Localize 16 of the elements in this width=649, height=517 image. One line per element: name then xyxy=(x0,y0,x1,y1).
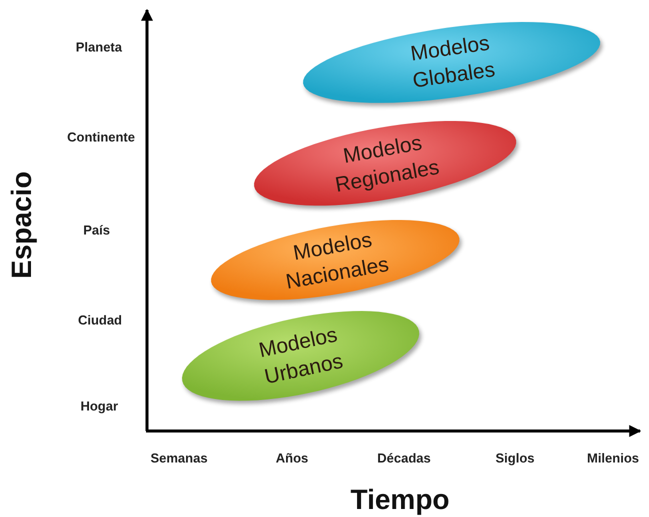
y-tick-label: Hogar xyxy=(80,398,118,414)
model-label: Modelos Urbanos xyxy=(256,322,346,391)
x-tick-label: Semanas xyxy=(150,450,208,466)
y-tick-label: Planeta xyxy=(76,40,122,54)
y-tick-label: Ciudad xyxy=(78,312,122,328)
x-tick-label: Años xyxy=(276,450,308,466)
model-label: Modelos Regionales xyxy=(332,130,442,199)
x-tick-label: Milenios xyxy=(587,450,639,466)
axis-title: Espacio xyxy=(6,171,38,279)
axis-title: Tiempo xyxy=(350,484,450,516)
model-label: Modelos Nacionales xyxy=(283,227,392,296)
y-tick-label: Continente xyxy=(67,130,135,144)
y-tick-label: País xyxy=(83,222,110,238)
x-tick-label: Décadas xyxy=(377,450,431,466)
model-label: Modelos Globales xyxy=(408,30,498,94)
x-tick-label: Siglos xyxy=(496,450,534,466)
